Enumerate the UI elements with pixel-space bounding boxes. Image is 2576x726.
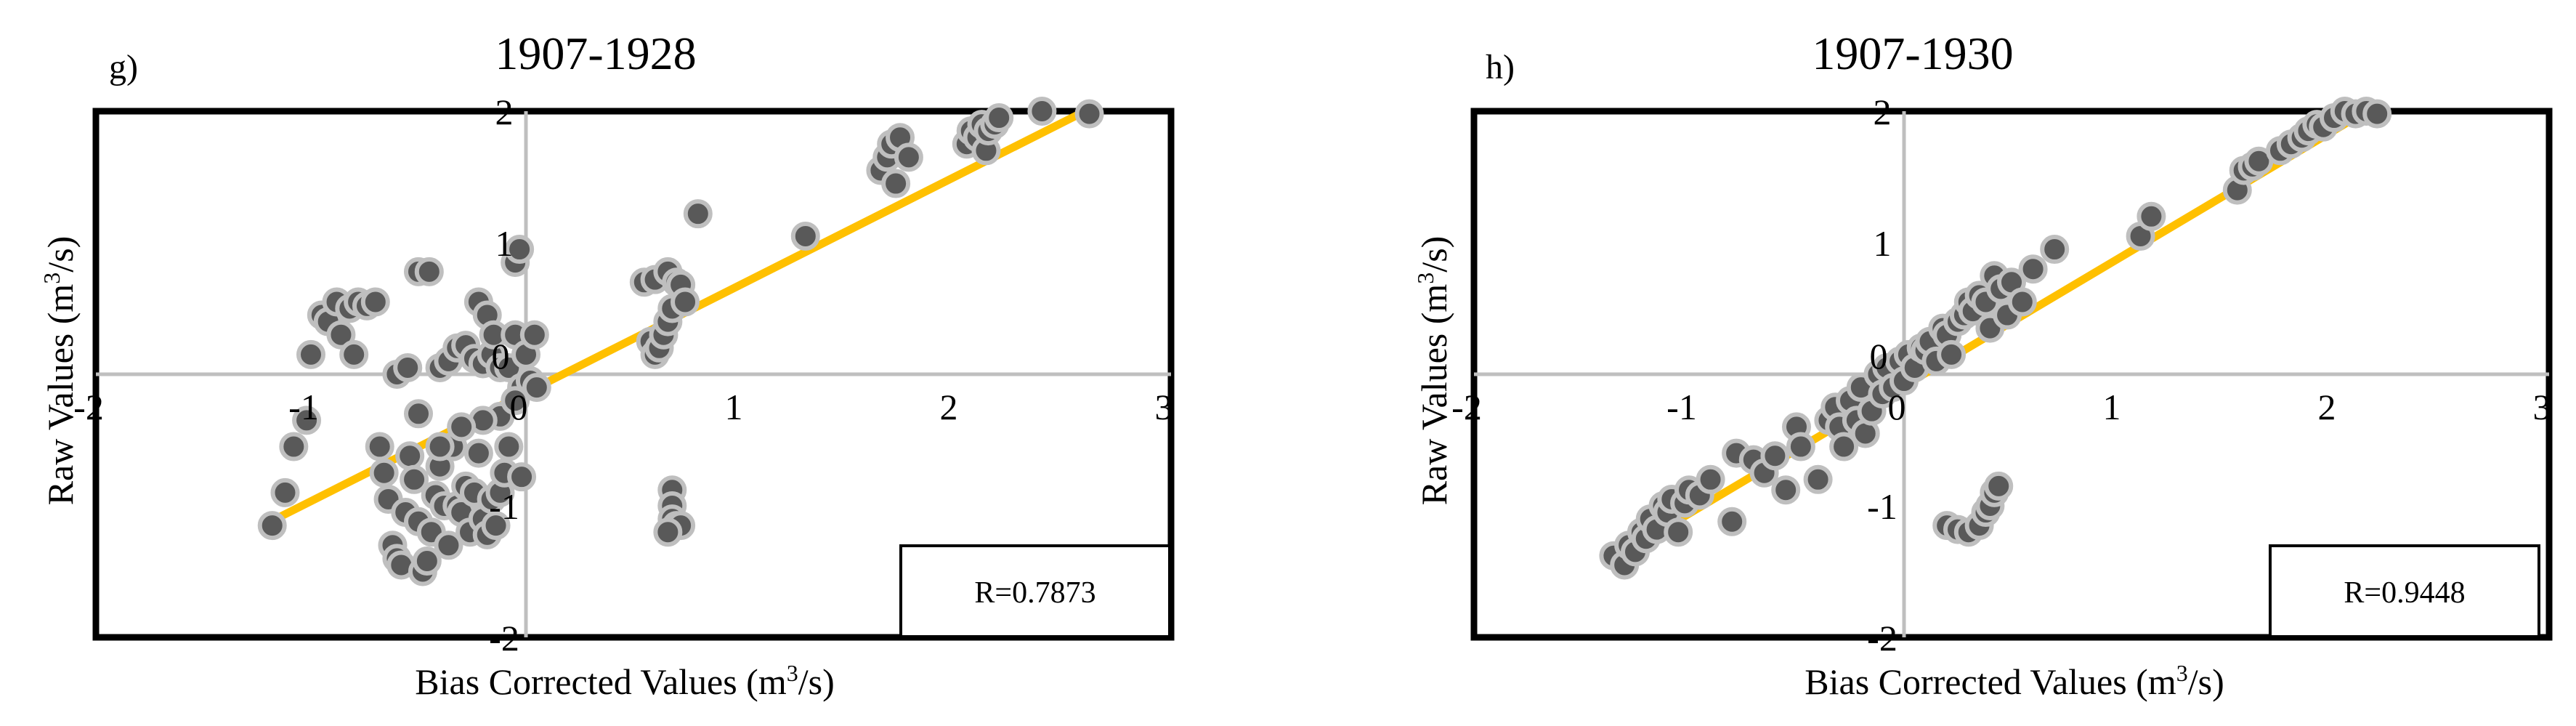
y-axis-label: Raw Values (m3/s) xyxy=(39,236,81,506)
data-point xyxy=(1829,432,1859,461)
y-tick-label: 0 xyxy=(1870,336,1888,376)
x-tick-label: 1 xyxy=(725,387,743,427)
x-tick-label: 2 xyxy=(2318,387,2336,427)
data-point xyxy=(1771,475,1801,505)
chart-title: 1907-1928 xyxy=(495,28,696,79)
r-annotation-box: R=0.9448 xyxy=(2269,544,2540,638)
data-point xyxy=(1937,339,1967,369)
data-point xyxy=(296,339,325,369)
x-tick-label: 0 xyxy=(1888,387,1906,427)
data-point xyxy=(1074,99,1104,129)
data-point xyxy=(519,320,549,350)
y-tick-label: -1 xyxy=(489,486,519,527)
x-tick-label: -2 xyxy=(73,387,104,427)
data-point xyxy=(1717,507,1747,536)
r-annotation: R=0.9448 xyxy=(2344,576,2465,610)
data-point xyxy=(984,103,1014,133)
data-point xyxy=(2362,99,2392,129)
data-point xyxy=(2136,201,2166,231)
data-point xyxy=(494,432,524,461)
data-point xyxy=(1664,517,1693,547)
x-tick-label: 2 xyxy=(940,387,958,427)
data-point xyxy=(894,142,923,172)
data-point xyxy=(2018,254,2048,284)
data-point xyxy=(434,531,463,560)
data-point xyxy=(257,511,287,541)
y-tick-label: 0 xyxy=(492,336,510,376)
chart-svg: g) 1907-1928 -2 -1 0 1 2 3 -2 -1 0 1 2 R=0.7873 Bi… xyxy=(39,28,1175,702)
data-point xyxy=(404,399,433,429)
data-point xyxy=(412,546,442,576)
data-point xyxy=(653,517,683,547)
x-tick-label: -2 xyxy=(1451,387,1482,427)
data-points xyxy=(257,97,1104,586)
data-point xyxy=(414,257,444,286)
data-point xyxy=(1984,471,2014,501)
y-tick-label: 1 xyxy=(1874,223,1892,264)
data-point xyxy=(1760,441,1790,471)
data-point xyxy=(395,441,425,471)
data-point xyxy=(326,320,356,350)
tick-labels: -2 -1 0 1 2 3 -2 -1 0 1 2 xyxy=(1451,92,2551,658)
data-point xyxy=(400,464,429,494)
data-point xyxy=(507,462,537,492)
data-point xyxy=(2040,235,2070,265)
x-tick-label: 1 xyxy=(2103,387,2121,427)
data-point xyxy=(292,406,322,435)
data-points xyxy=(1599,97,2392,580)
data-point xyxy=(279,432,309,461)
x-tick-label: 0 xyxy=(510,387,528,427)
data-point xyxy=(505,235,535,265)
data-point xyxy=(270,477,300,507)
panel-letter: h) xyxy=(1486,48,1515,86)
x-axis-label: Bias Corrected Values (m3/s) xyxy=(415,660,834,702)
data-point xyxy=(369,458,399,488)
data-point xyxy=(881,169,911,198)
x-tick-label: -1 xyxy=(1666,387,1697,427)
y-tick-label: -1 xyxy=(1867,486,1897,527)
x-axis-label: Bias Corrected Values (m3/s) xyxy=(1805,660,2224,702)
y-tick-label: -2 xyxy=(489,618,519,658)
data-point xyxy=(1786,432,1815,461)
data-point xyxy=(463,438,493,468)
data-point xyxy=(339,339,369,369)
chart-svg: h) 1907-1930 -2 -1 0 1 2 3 -2 -1 0 1 2 R=0.9448 Bi… xyxy=(1412,28,2553,702)
data-point xyxy=(2007,287,2037,317)
data-point xyxy=(501,386,530,416)
data-point xyxy=(481,511,511,541)
data-point xyxy=(683,199,713,229)
data-point xyxy=(360,287,390,317)
r-annotation: R=0.7873 xyxy=(974,576,1095,610)
data-point xyxy=(522,373,551,403)
chart-panel-g: g) 1907-1928 -2 -1 0 1 2 3 -2 -1 0 1 2 R=0.7873 Bi… xyxy=(39,28,1175,702)
data-point xyxy=(1696,464,1725,494)
data-point xyxy=(1027,97,1057,126)
tick-labels: -2 -1 0 1 2 3 -2 -1 0 1 2 xyxy=(73,92,1172,658)
data-point xyxy=(365,432,394,461)
chart-panel-h: h) 1907-1930 -2 -1 0 1 2 3 -2 -1 0 1 2 R=0.9448 Bi… xyxy=(1288,0,2576,726)
x-tick-label: 3 xyxy=(2533,387,2551,427)
chart-title: 1907-1930 xyxy=(1812,28,2013,79)
y-axis-label: Raw Values (m3/s) xyxy=(1412,236,1454,506)
data-point xyxy=(671,287,700,317)
y-tick-label: 2 xyxy=(1874,92,1892,132)
x-tick-label: 3 xyxy=(1155,387,1173,427)
y-tick-label: 1 xyxy=(495,223,514,264)
data-point xyxy=(393,352,423,382)
data-point xyxy=(790,221,820,251)
x-tick-label: -1 xyxy=(288,387,319,427)
y-tick-label: 2 xyxy=(495,92,514,132)
r-annotation-box: R=0.7873 xyxy=(899,544,1171,638)
data-point xyxy=(1803,464,1833,494)
panel-letter: g) xyxy=(109,48,138,86)
data-point xyxy=(447,412,477,442)
data-point xyxy=(425,432,455,461)
y-tick-label: -2 xyxy=(1867,618,1897,658)
